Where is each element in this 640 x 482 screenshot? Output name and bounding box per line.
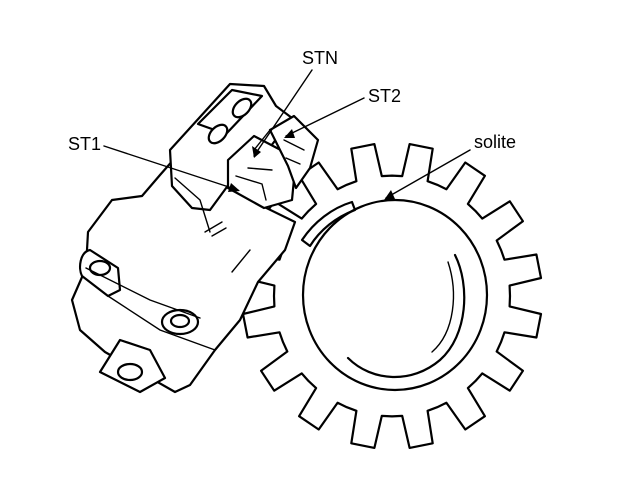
screw-head bbox=[169, 313, 191, 329]
label-solite: solite bbox=[474, 132, 516, 152]
flange-left-hole bbox=[88, 259, 112, 277]
leader-stn-arrow bbox=[252, 146, 261, 158]
housing-lower bbox=[70, 148, 297, 394]
label-stn: STN bbox=[302, 48, 338, 68]
sensor-head-st2 bbox=[268, 114, 320, 190]
housing-edge-2 bbox=[107, 295, 216, 351]
connector-side bbox=[174, 177, 211, 233]
callouts bbox=[103, 69, 471, 200]
leader-solite bbox=[385, 149, 471, 199]
wheel-notch bbox=[300, 200, 357, 248]
label-st1: ST1 bbox=[68, 134, 101, 154]
sensor-head-st1 bbox=[226, 134, 298, 210]
label-st2: ST2 bbox=[368, 86, 401, 106]
leader-stn bbox=[253, 69, 313, 157]
leader-st2 bbox=[285, 97, 365, 137]
sensor-body bbox=[70, 82, 320, 394]
connector-slot-2 bbox=[231, 97, 253, 119]
housing-mark bbox=[204, 221, 227, 237]
connector-slot-1 bbox=[207, 123, 229, 145]
housing-edge-3 bbox=[231, 249, 251, 273]
wheel-hub-bore bbox=[346, 253, 466, 379]
leader-st1 bbox=[103, 145, 239, 191]
reluctor-wheel bbox=[241, 143, 543, 449]
leader-st2-arrow bbox=[284, 129, 295, 138]
wheel-hub-outer bbox=[301, 198, 489, 392]
sensor-head-stn bbox=[253, 129, 271, 151]
sensor-head-st2-face bbox=[283, 139, 305, 165]
leader-solite-arrow bbox=[384, 190, 395, 200]
mount-tab-hole bbox=[116, 362, 144, 382]
housing-edge-1 bbox=[85, 267, 201, 319]
wheel-hub-bore-inner bbox=[431, 261, 455, 353]
leader-st1-arrow bbox=[228, 183, 240, 192]
sensor-head-st1-face bbox=[235, 167, 273, 201]
